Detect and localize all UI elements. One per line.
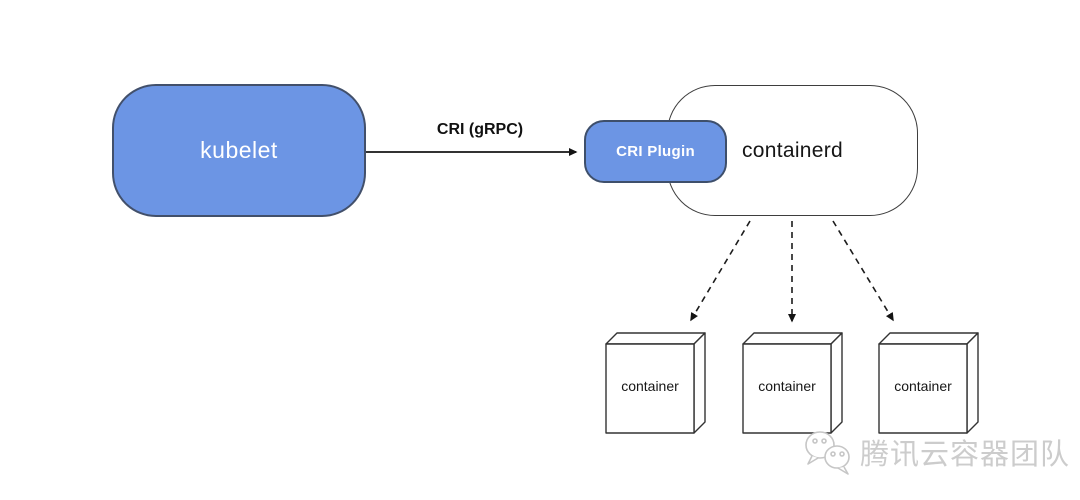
container-3-label: container — [894, 378, 952, 394]
dashed-arrow-container-3 — [832, 220, 894, 322]
containerd-label: containerd — [741, 138, 844, 162]
container-box-1 — [605, 332, 706, 434]
node-kubelet: kubelet — [112, 84, 366, 217]
dashed-arrow-container-1 — [690, 220, 751, 322]
container-2-label: container — [758, 378, 816, 394]
container-1-label: container — [621, 378, 679, 394]
edge-label-cri-grpc: CRI (gRPC) — [436, 121, 524, 138]
node-cri-plugin: CRI Plugin — [584, 120, 727, 183]
watermark-text: 腾讯云容器团队 — [860, 439, 1071, 471]
wechat-icon — [805, 431, 850, 475]
container-box-2 — [742, 332, 843, 434]
cri-plugin-label: CRI Plugin — [616, 143, 695, 160]
kubelet-label: kubelet — [200, 137, 278, 163]
container-box-3 — [878, 332, 979, 434]
watermark: 腾讯云容器团队 — [800, 428, 1070, 476]
